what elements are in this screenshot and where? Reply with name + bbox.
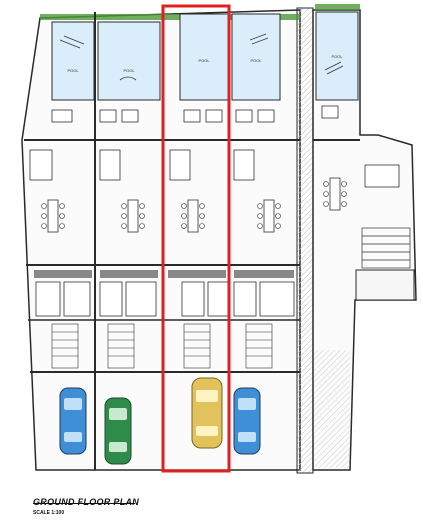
kitchen-counters (34, 270, 294, 278)
pool-2: POOL (97, 21, 161, 101)
title-underline (33, 503, 135, 504)
selected-unit-highlight (161, 4, 231, 473)
pool-label: POOL (331, 54, 343, 59)
drawing-scale: SCALE 1:100 (33, 510, 65, 516)
dining-tables (47, 177, 341, 233)
hedge-top (40, 14, 300, 20)
annex-room (355, 269, 415, 301)
dining-chairs (41, 181, 347, 229)
drawing-title-block: GROUND FLOOR PLAN (33, 492, 139, 510)
pool-5: POOL (315, 11, 359, 101)
pool-3: POOL (179, 13, 229, 101)
living-sofas (29, 149, 400, 188)
pool-loungers (59, 33, 344, 81)
corridor-strip (296, 7, 314, 474)
pool-label: POOL (198, 58, 210, 63)
hedge-annex (315, 4, 360, 10)
pool-label: POOL (250, 58, 262, 63)
annex-garage-hatch (314, 350, 350, 468)
car-blue-right (233, 387, 261, 455)
annex-stair (361, 227, 411, 269)
service-rooms (35, 281, 295, 317)
pool-1: POOL (51, 21, 95, 101)
unit-stairs (51, 323, 273, 369)
pool-label: POOL (67, 68, 79, 73)
drawing-title: GROUND FLOOR PLAN (33, 497, 140, 507)
pool-label: POOL (123, 68, 135, 73)
car-blue-left (59, 387, 87, 455)
car-green (104, 397, 132, 465)
car-yellow (191, 377, 223, 449)
pool-4: POOL (231, 13, 281, 101)
terrace-furniture (51, 105, 339, 123)
